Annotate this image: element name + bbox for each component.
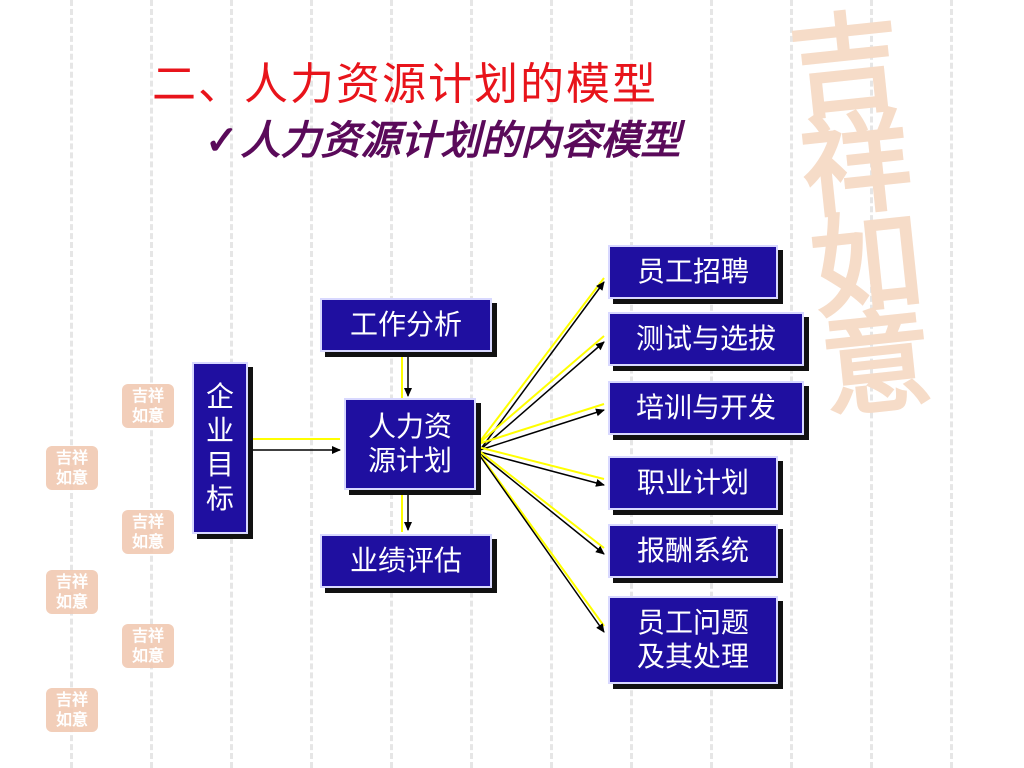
bg-line <box>870 0 873 768</box>
output-box-testing: 测试与选拔 <box>608 312 804 366</box>
bg-line <box>310 0 313 768</box>
output-box-training: 培训与开发 <box>608 381 804 435</box>
decorative-stamp: 吉祥 如意 <box>46 688 98 732</box>
bg-line <box>390 0 393 768</box>
page-subtitle: ✓人力资源计划的内容模型 <box>205 108 681 166</box>
page-title: 二、人力资源计划的模型 <box>152 59 658 110</box>
bg-line <box>470 0 473 768</box>
decorative-stamp: 吉祥 如意 <box>122 384 174 428</box>
output-box-employee-issues: 员工问题 及其处理 <box>608 596 778 684</box>
output-box-compensation: 报酬系统 <box>608 524 778 578</box>
output-box-recruitment: 员工招聘 <box>608 245 778 299</box>
enterprise-goal-box: 企 业 目 标 <box>192 362 248 534</box>
job-analysis-box: 工作分析 <box>320 298 492 352</box>
subtitle-text: 人力资源计划的内容模型 <box>240 117 681 164</box>
decorative-stamp: 吉祥 如意 <box>46 446 98 490</box>
bg-line <box>550 0 553 768</box>
performance-eval-box: 业绩评估 <box>320 534 492 588</box>
decorative-stamp: 吉祥 如意 <box>122 510 174 554</box>
bg-line <box>950 0 953 768</box>
fanout-arrows <box>477 277 605 633</box>
decorative-stamp: 吉祥 如意 <box>46 570 98 614</box>
output-box-career: 职业计划 <box>608 456 778 510</box>
bg-line <box>70 0 73 768</box>
hr-plan-box: 人力资 源计划 <box>344 398 476 490</box>
check-icon: ✓ <box>205 117 239 164</box>
decorative-stamp: 吉祥 如意 <box>122 624 174 668</box>
